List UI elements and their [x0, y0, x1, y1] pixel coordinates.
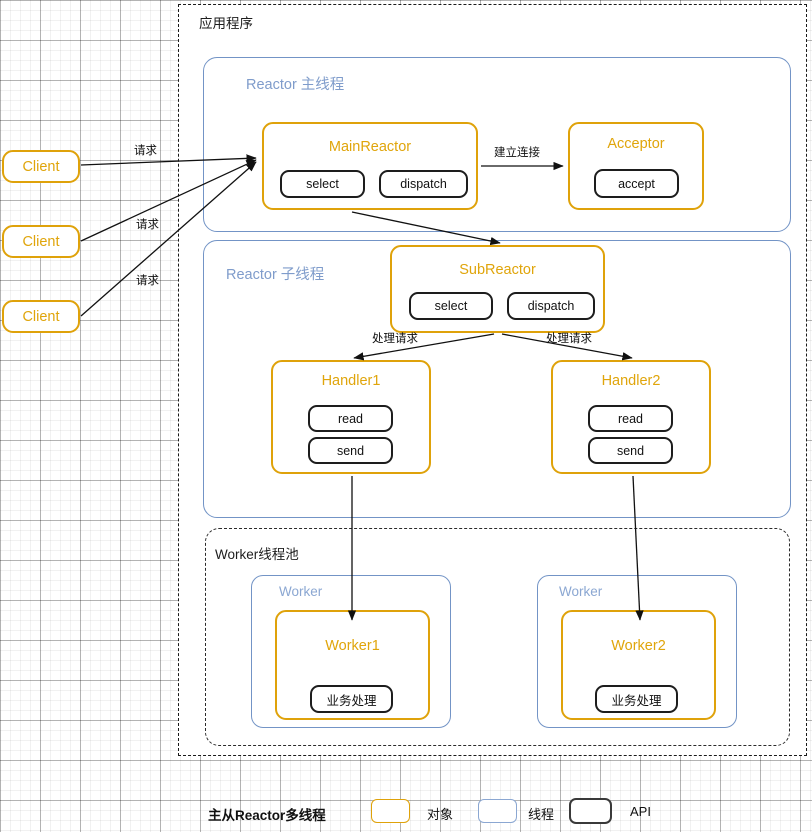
edge-label-establish-connection: 建立连接: [494, 147, 540, 159]
edge-label-handle-request-right: 处理请求: [546, 333, 592, 345]
reactor-sub-thread-label: Reactor 子线程: [226, 267, 325, 283]
worker2-thread-label: Worker: [559, 584, 603, 599]
handler1-api-read[interactable]: read: [308, 405, 393, 432]
handler1-title: Handler1: [321, 373, 381, 389]
client-box-2[interactable]: Client: [2, 225, 80, 258]
main-reactor-api-dispatch[interactable]: dispatch: [379, 170, 468, 198]
legend-title: 主从Reactor多线程: [208, 808, 326, 823]
legend-label-object: 对象: [427, 807, 454, 822]
client-box-1[interactable]: Client: [2, 150, 80, 183]
legend-swatch-thread: [478, 799, 517, 823]
legend-label-api: API: [630, 804, 651, 819]
worker1-api-business[interactable]: 业务处理: [310, 685, 393, 713]
edge-label-request-2: 请求: [136, 219, 159, 231]
handler2-api-send[interactable]: send: [588, 437, 673, 464]
main-reactor-title: MainReactor: [328, 139, 412, 155]
legend-swatch-api: [569, 798, 612, 824]
legend-label-thread: 线程: [528, 807, 555, 822]
sub-reactor-title: SubReactor: [459, 262, 536, 278]
worker2-api-business[interactable]: 业务处理: [595, 685, 678, 713]
edge-label-request-3: 请求: [136, 275, 159, 287]
handler2-title: Handler2: [601, 373, 661, 389]
main-reactor-api-select[interactable]: select: [280, 170, 365, 198]
worker2-title: Worker2: [611, 638, 666, 654]
worker1-thread-label: Worker: [279, 584, 323, 599]
edge-label-handle-request-left: 处理请求: [372, 333, 418, 345]
edge-label-request-1: 请求: [134, 145, 157, 157]
sub-reactor-api-select[interactable]: select: [409, 292, 493, 320]
application-container-label: 应用程序: [199, 16, 253, 31]
reactor-main-thread-label: Reactor 主线程: [246, 77, 345, 93]
sub-reactor-api-dispatch[interactable]: dispatch: [507, 292, 595, 320]
worker-pool-label: Worker线程池: [215, 547, 299, 562]
handler1-api-send[interactable]: send: [308, 437, 393, 464]
worker1-title: Worker1: [325, 638, 380, 654]
acceptor-title: Acceptor: [607, 136, 665, 152]
handler2-api-read[interactable]: read: [588, 405, 673, 432]
client-box-3[interactable]: Client: [2, 300, 80, 333]
acceptor-api-accept[interactable]: accept: [594, 169, 679, 198]
legend-swatch-object: [371, 799, 410, 823]
